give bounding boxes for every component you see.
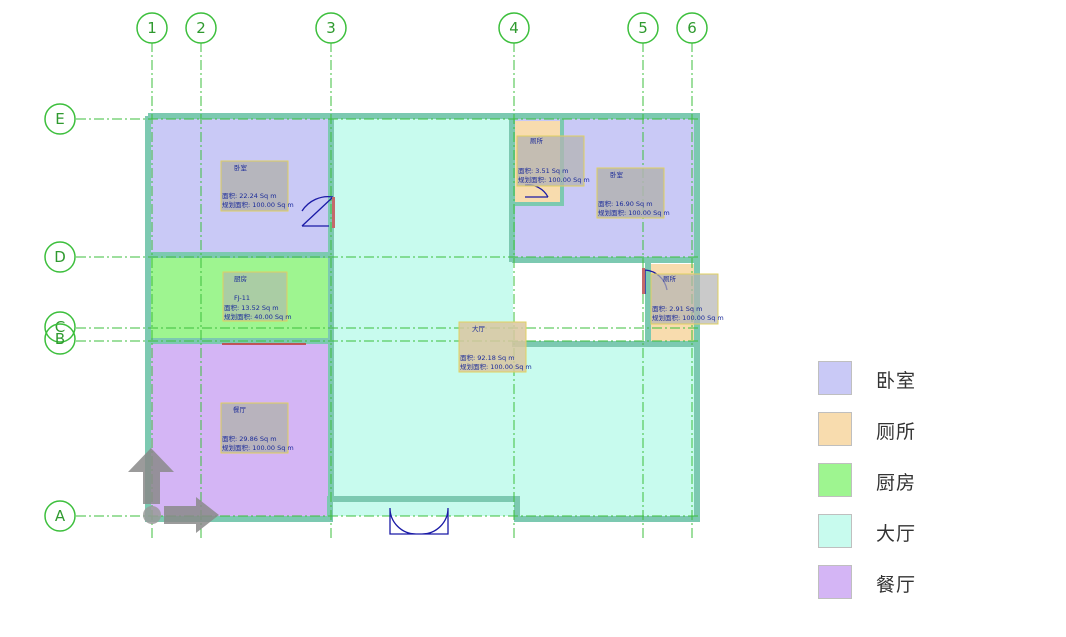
axis-label-6: 6 — [687, 19, 697, 37]
toilet1-name: 厕所 — [530, 136, 544, 145]
bedroom1-tag — [220, 160, 289, 212]
ucs-origin — [143, 506, 161, 524]
bedroom1-door-frame — [332, 197, 335, 228]
legend-item-kitchen: 厨房 — [818, 462, 958, 498]
legend-swatch-toilet — [818, 412, 852, 446]
axis-bubble-4 — [498, 12, 530, 44]
axis-bubble-2 — [185, 12, 217, 44]
ucs-axis-icon — [128, 448, 219, 533]
axis-label-B: B — [55, 330, 65, 348]
toilet1-area: 面积: 3.51 Sq m — [518, 166, 568, 175]
axis-label-A: A — [55, 507, 66, 525]
axis-label-E: E — [55, 110, 64, 128]
bedroom2-name: 卧室 — [610, 170, 624, 179]
bedroom2-planned: 规划面积: 100.00 Sq m — [598, 208, 670, 217]
dining-planned: 规划面积: 100.00 Sq m — [222, 443, 294, 452]
kitchen-planned: 规划面积: 40.00 Sq m — [224, 312, 292, 321]
dining-tag — [220, 402, 289, 454]
legend-item-dining: 餐厅 — [818, 564, 958, 600]
toilet2-name: 厕所 — [663, 274, 677, 283]
legend-swatch-kitchen — [818, 463, 852, 497]
axis-bubble-C — [44, 311, 76, 343]
axis-label-5: 5 — [638, 19, 648, 37]
legend-swatch-bedroom — [818, 361, 852, 395]
axis-bubble-E — [44, 103, 76, 135]
bedroom2-area: 面积: 16.90 Sq m — [598, 199, 653, 208]
axis-label-C: C — [55, 318, 65, 336]
axis-bubble-5 — [627, 12, 659, 44]
kitchen-area: 面积: 13.52 Sq m — [224, 303, 279, 312]
axis-bubble-B — [44, 323, 76, 355]
legend-swatch-dining — [818, 565, 852, 599]
doors — [222, 184, 668, 535]
dining-name: 餐厅 — [233, 405, 247, 414]
legend-label-dining: 餐厅 — [876, 574, 917, 596]
kitchen-tag — [222, 271, 288, 322]
legend-label-living: 大厅 — [876, 523, 917, 545]
legend-item-bedroom: 卧室 — [818, 360, 958, 396]
toilet2-planned: 规划面积: 100.00 Sq m — [652, 313, 724, 322]
axis-label-1: 1 — [147, 19, 157, 37]
room-fill-living-lower — [513, 346, 694, 516]
axis-bubble-3 — [315, 12, 347, 44]
legend-swatch-living — [818, 514, 852, 548]
legend-label-bedroom: 卧室 — [876, 370, 917, 392]
legend-item-toilet: 厕所 — [818, 411, 958, 447]
axis-bubble-6 — [676, 12, 708, 44]
room-fill-living-main — [331, 119, 513, 516]
axis-label-3: 3 — [326, 19, 336, 37]
ucs-y-arrow — [128, 448, 174, 504]
toilet1-planned: 规划面积: 100.00 Sq m — [518, 175, 590, 184]
legend-label-toilet: 厕所 — [876, 421, 917, 443]
room-tags: 卧室 面积: 22.24 Sq m 规划面积: 100.00 Sq m 厨房 F… — [220, 135, 724, 454]
axis-bubble-A — [44, 500, 76, 532]
living-planned: 规划面积: 100.00 Sq m — [460, 362, 532, 371]
living-name: 大厅 — [472, 324, 486, 333]
axis-label-2: 2 — [196, 19, 206, 37]
toilet2-tag — [650, 273, 719, 325]
legend-item-living: 大厅 — [818, 513, 958, 549]
bedroom2-tag — [596, 167, 665, 219]
legend-label-kitchen: 厨房 — [876, 472, 917, 494]
ucs-x-arrow — [164, 497, 219, 533]
room-fill-corridor — [515, 262, 646, 342]
axis-bubble-D — [44, 241, 76, 273]
kitchen-name: 厨房 — [234, 274, 247, 283]
axis-bubble-1 — [136, 12, 168, 44]
dining-area: 面积: 29.86 Sq m — [222, 434, 277, 443]
axis-label-D: D — [54, 248, 66, 266]
bedroom1-door-swing — [301, 195, 334, 227]
toilet2-door-frame — [642, 268, 645, 294]
kitchen-code: FJ-11 — [234, 294, 250, 302]
entrance-double-door — [389, 507, 449, 535]
axis-bubbles: 1 2 3 4 5 6 E D C B A — [44, 12, 708, 532]
axis-grid — [76, 42, 700, 540]
living-area: 面积: 92.18 Sq m — [460, 353, 515, 362]
living-tag — [458, 321, 527, 373]
bedroom1-planned: 规划面积: 100.00 Sq m — [222, 200, 294, 209]
bedroom1-area: 面积: 22.24 Sq m — [222, 191, 277, 200]
bedroom1-name: 卧室 — [234, 163, 248, 172]
toilet2-area: 面积: 2.91 Sq m — [652, 304, 702, 313]
toilet1-tag — [516, 135, 585, 187]
axis-label-4: 4 — [509, 19, 519, 37]
